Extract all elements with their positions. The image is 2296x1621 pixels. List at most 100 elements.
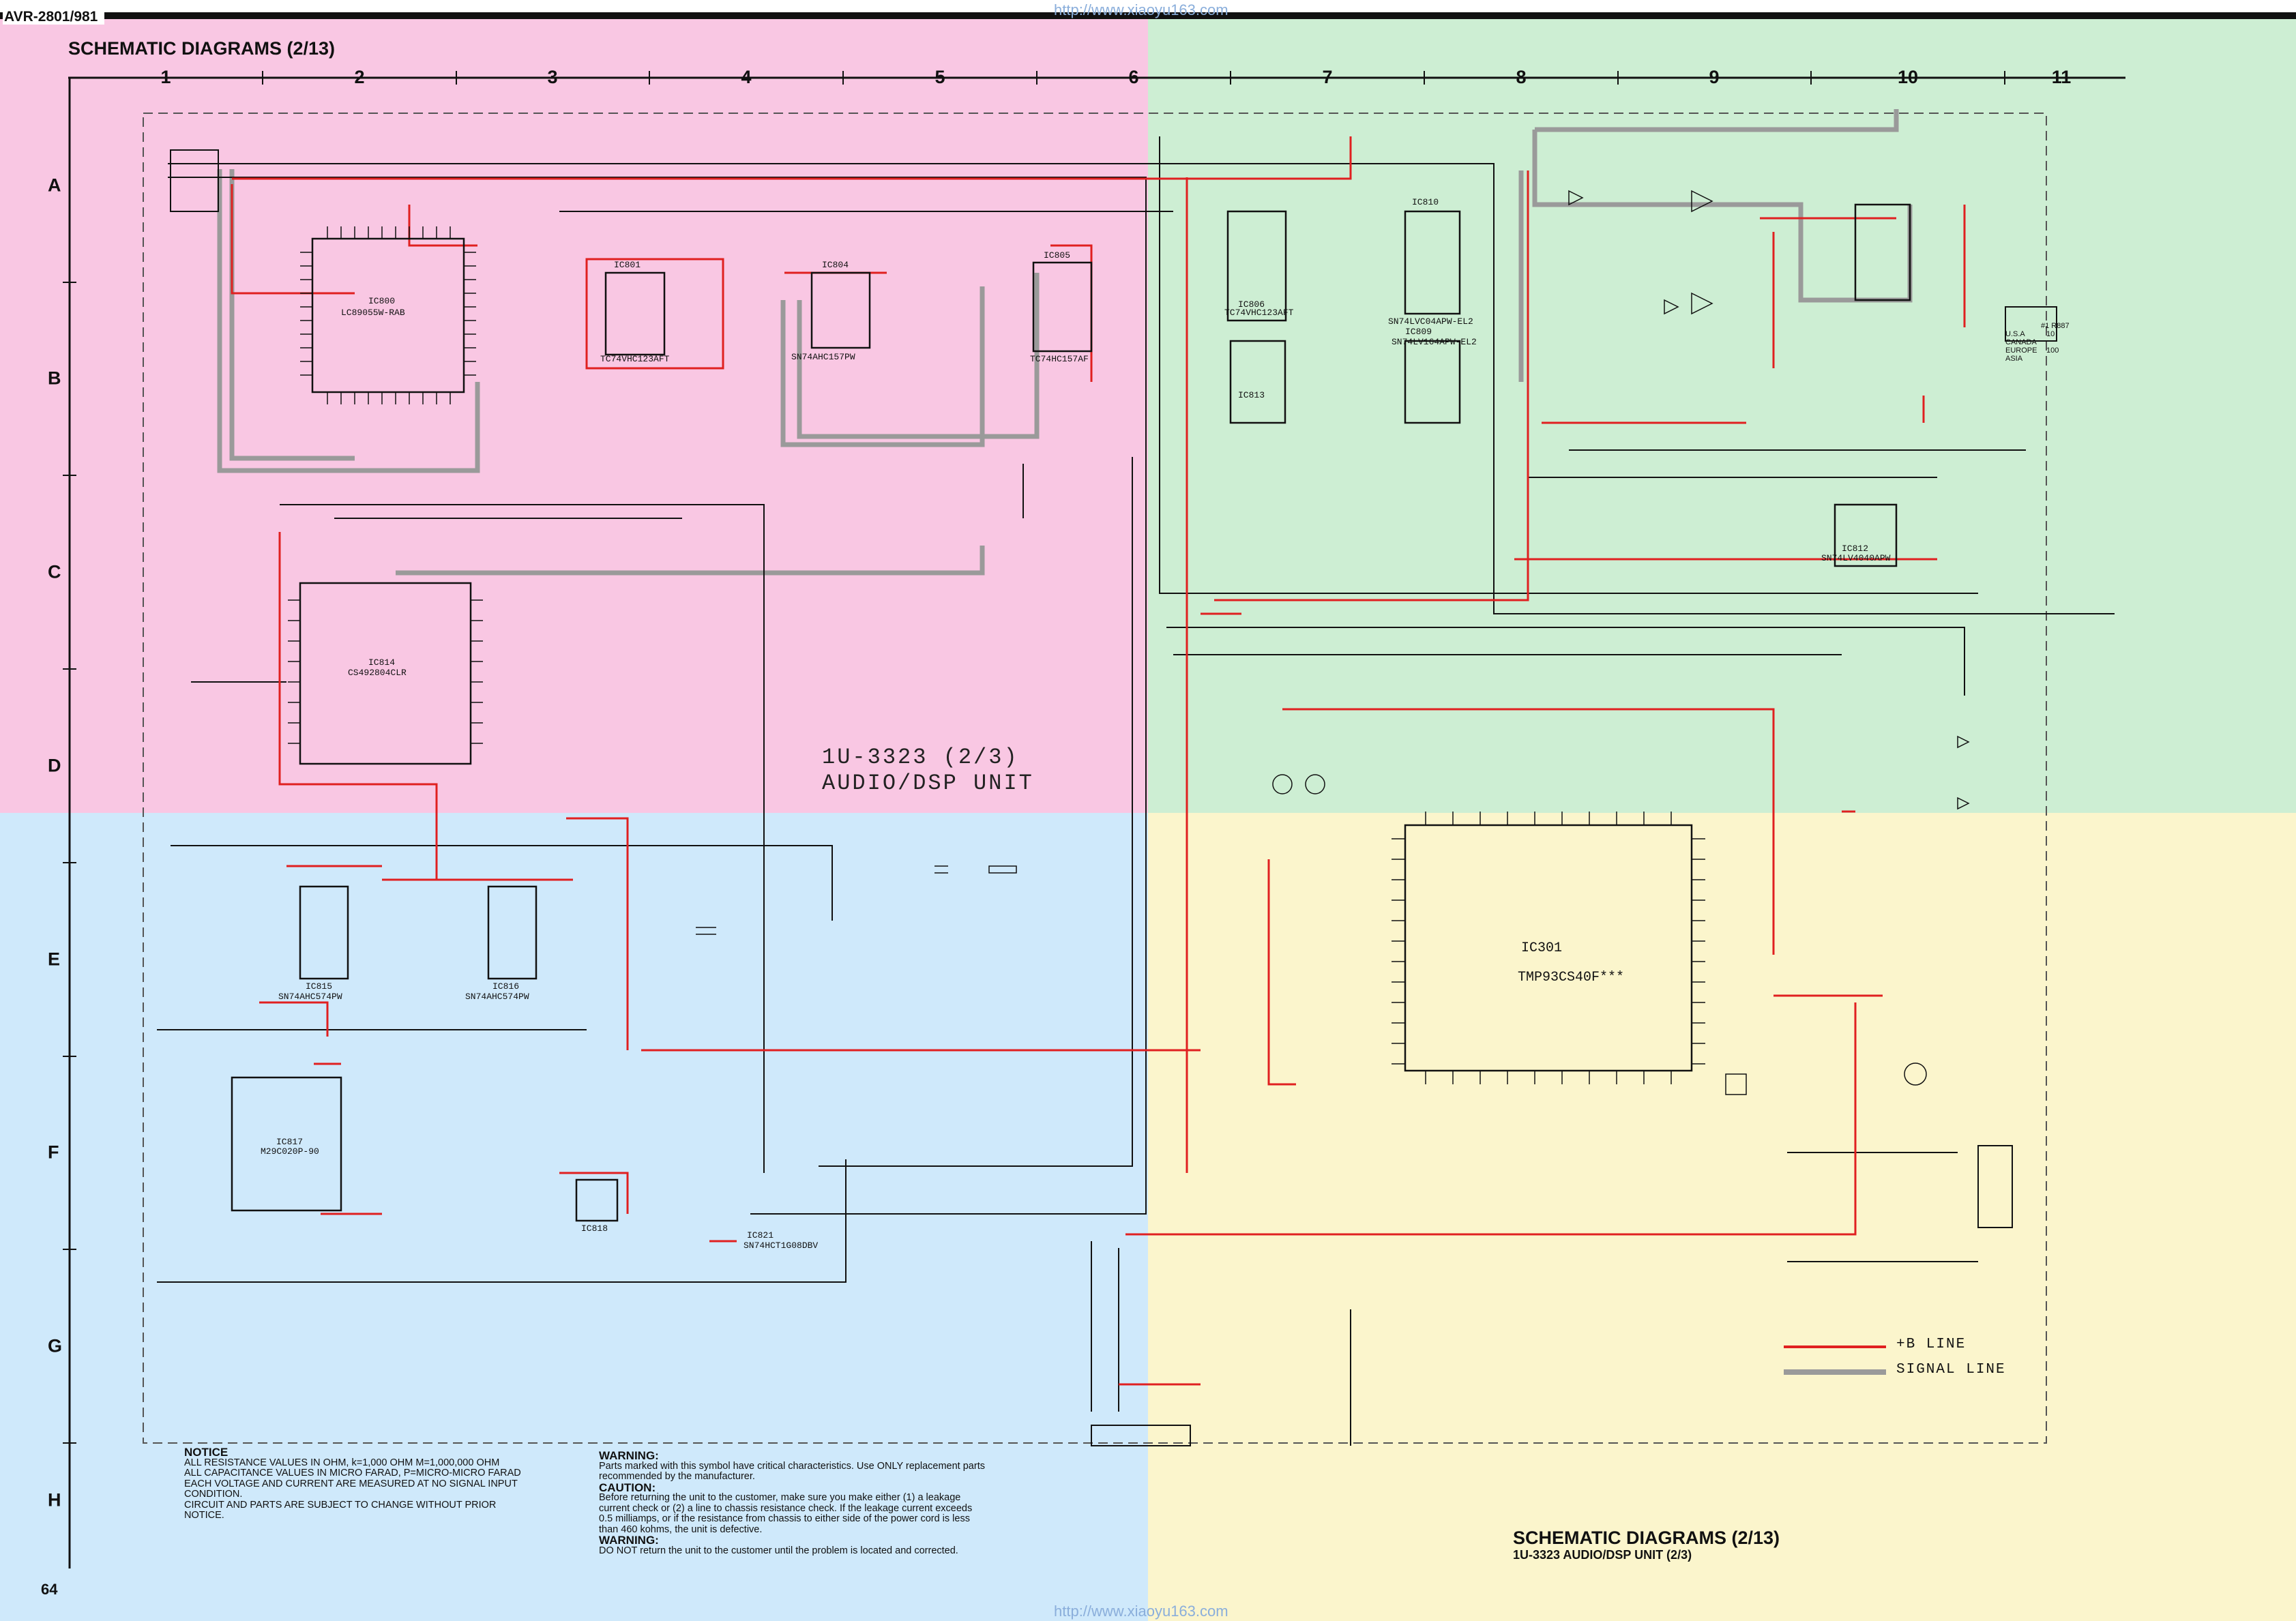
- row-letter: H: [48, 1489, 61, 1511]
- region-name: ASIA: [2005, 355, 2023, 363]
- source-url-top[interactable]: http://www.xiaoyu163.com: [1054, 1, 1228, 18]
- ic-part-label: SN74LVC04APW-EL2: [1388, 316, 1473, 327]
- notice-line: ALL RESISTANCE VALUES IN OHM, k=1,000 OH…: [184, 1457, 500, 1468]
- ic-ref-label: IC818: [581, 1223, 608, 1234]
- ic-ref-label: IC817: [276, 1137, 303, 1147]
- ic-ref-label: IC809: [1405, 327, 1432, 337]
- ic-ref-label: IC812: [1842, 544, 1868, 554]
- warning2-heading: WARNING:: [599, 1534, 659, 1547]
- ic-part-label: TMP93CS40F***: [1518, 970, 1624, 985]
- unit-label-line2: AUDIO/DSP UNIT: [822, 771, 1034, 796]
- ic-ref-label: IC800: [368, 296, 395, 306]
- ic806-body: [1226, 210, 1287, 322]
- signal-line-legend: SIGNAL LINE: [1896, 1362, 2006, 1378]
- ic-ref-label: IC815: [306, 981, 332, 992]
- ic-part-label: SN74AHC574PW: [465, 992, 529, 1002]
- ic-ref-label: IC813: [1238, 390, 1265, 400]
- connectors: [170, 149, 2057, 1446]
- ic804-body: [810, 271, 871, 349]
- ic-part-label: CS492804CLR: [348, 668, 407, 678]
- source-url-bottom[interactable]: http://www.xiaoyu163.com: [1054, 1603, 1228, 1620]
- region-value: 10: [2046, 330, 2055, 338]
- ic-pins: [288, 226, 1705, 1084]
- ic-ref-label: IC814: [368, 657, 395, 668]
- warning2-text: DO NOT return the unit to the customer u…: [599, 1545, 958, 1556]
- ic-part-label: TC74VHC123AFT: [600, 354, 670, 364]
- unit-label: 1U-3323 (2/3) AUDIO/DSP UNIT: [822, 745, 1034, 797]
- notice-heading: NOTICE: [184, 1446, 229, 1459]
- ic805-body: [1032, 261, 1093, 353]
- b-line-swatch: [1784, 1345, 1886, 1348]
- caution-heading: CAUTION:: [599, 1481, 656, 1494]
- ic818-body: [575, 1178, 619, 1222]
- row-letter: B: [48, 368, 61, 389]
- ic813-body: [1229, 340, 1286, 424]
- ic-part-label: SN74LV4040APW: [1821, 553, 1891, 563]
- ic-part-label: LC89055W-RAB: [341, 308, 405, 318]
- ic-ref-label: IC810: [1412, 197, 1439, 207]
- ic-ref-label: IC805: [1044, 250, 1070, 261]
- row-letter: A: [48, 175, 61, 196]
- ic-part-label: SN74LV164APW-EL2: [1392, 337, 1477, 347]
- quadrant-green: [1148, 16, 2296, 813]
- ic800-body: [311, 237, 465, 393]
- ic816-body: [487, 885, 538, 980]
- notice-block: NOTICE ALL RESISTANCE VALUES IN OHM, k=1…: [184, 1446, 539, 1521]
- ic-part-label: SN74AHC157PW: [791, 352, 855, 362]
- signal-lines: [217, 109, 1913, 576]
- page-title: SCHEMATIC DIAGRAMS (2/13): [68, 38, 336, 59]
- signal-line-swatch: [1784, 1369, 1886, 1375]
- ic-part-label: M29C020P-90: [261, 1146, 319, 1157]
- quadrant-yellow: [1148, 813, 2296, 1621]
- row-letter: E: [48, 949, 61, 970]
- row-letter: F: [48, 1142, 59, 1163]
- ic-part-label: TC74VHC123AFT: [1224, 308, 1294, 318]
- ic-ref-label: IC821: [747, 1230, 774, 1240]
- ic810-body: [1404, 210, 1461, 315]
- row-letter: G: [48, 1335, 63, 1356]
- region-value: 100: [2046, 346, 2059, 355]
- ic-ref-label: IC301: [1521, 940, 1562, 956]
- quadrant-blue: [0, 813, 1148, 1621]
- quadrant-pink: [0, 16, 1148, 813]
- ic-part-label: SN74HCT1G08DBV: [744, 1240, 818, 1251]
- ic301-body: [1404, 824, 1693, 1072]
- region-name: EUROPE: [2005, 346, 2037, 355]
- ic-ref-label: IC816: [492, 981, 519, 992]
- ic817-body: [231, 1076, 342, 1212]
- ic814-body: [299, 582, 472, 765]
- ic-part-label: SN74AHC574PW: [278, 992, 342, 1002]
- ic815-body: [299, 885, 349, 980]
- warning-block: WARNING: Parts marked with this symbol h…: [599, 1449, 988, 1556]
- region-name: CANADA: [2005, 338, 2037, 346]
- ic-ref-label: IC804: [822, 260, 849, 270]
- ic-part-label: TC74HC157AF: [1030, 354, 1089, 364]
- warning-text: Parts marked with this symbol have criti…: [599, 1460, 985, 1482]
- footer-subtitle: 1U-3323 AUDIO/DSP UNIT (2/3): [1513, 1548, 1692, 1562]
- passives: [696, 190, 1970, 1095]
- ic-labels: IC800 LC89055W-RAB IC801 TC74VHC123AFT I…: [261, 197, 1891, 1251]
- notice-line: ALL CAPACITANCE VALUES IN MICRO FARAD, P…: [184, 1468, 521, 1478]
- page-number: 64: [41, 1581, 58, 1598]
- top-rule: [0, 12, 2296, 19]
- warning-heading: WARNING:: [599, 1449, 659, 1462]
- row-letter: D: [48, 755, 61, 776]
- frame: [63, 71, 2125, 1568]
- ic-ref-label: IC801: [614, 260, 641, 270]
- ic812-body: [1834, 503, 1898, 567]
- notice-line: EACH VOLTAGE AND CURRENT ARE MEASURED AT…: [184, 1478, 518, 1500]
- model-name: AVR-2801/981: [3, 10, 105, 25]
- ic-bodies: [231, 203, 1911, 1222]
- ic819-body: [1854, 203, 1911, 301]
- footer-title: SCHEMATIC DIAGRAMS (2/13): [1513, 1528, 1780, 1548]
- notice-line: CIRCUIT AND PARTS ARE SUBJECT TO CHANGE …: [184, 1499, 497, 1521]
- wiring: [157, 136, 2115, 1446]
- caution-text: Before returning the unit to the custome…: [599, 1492, 973, 1535]
- ic801-body: [604, 271, 666, 356]
- ic809-body: [1404, 340, 1461, 424]
- b-line-legend: +B LINE: [1896, 1337, 1967, 1352]
- region-name: U.S.A: [2005, 330, 2025, 338]
- row-letter: C: [48, 561, 61, 582]
